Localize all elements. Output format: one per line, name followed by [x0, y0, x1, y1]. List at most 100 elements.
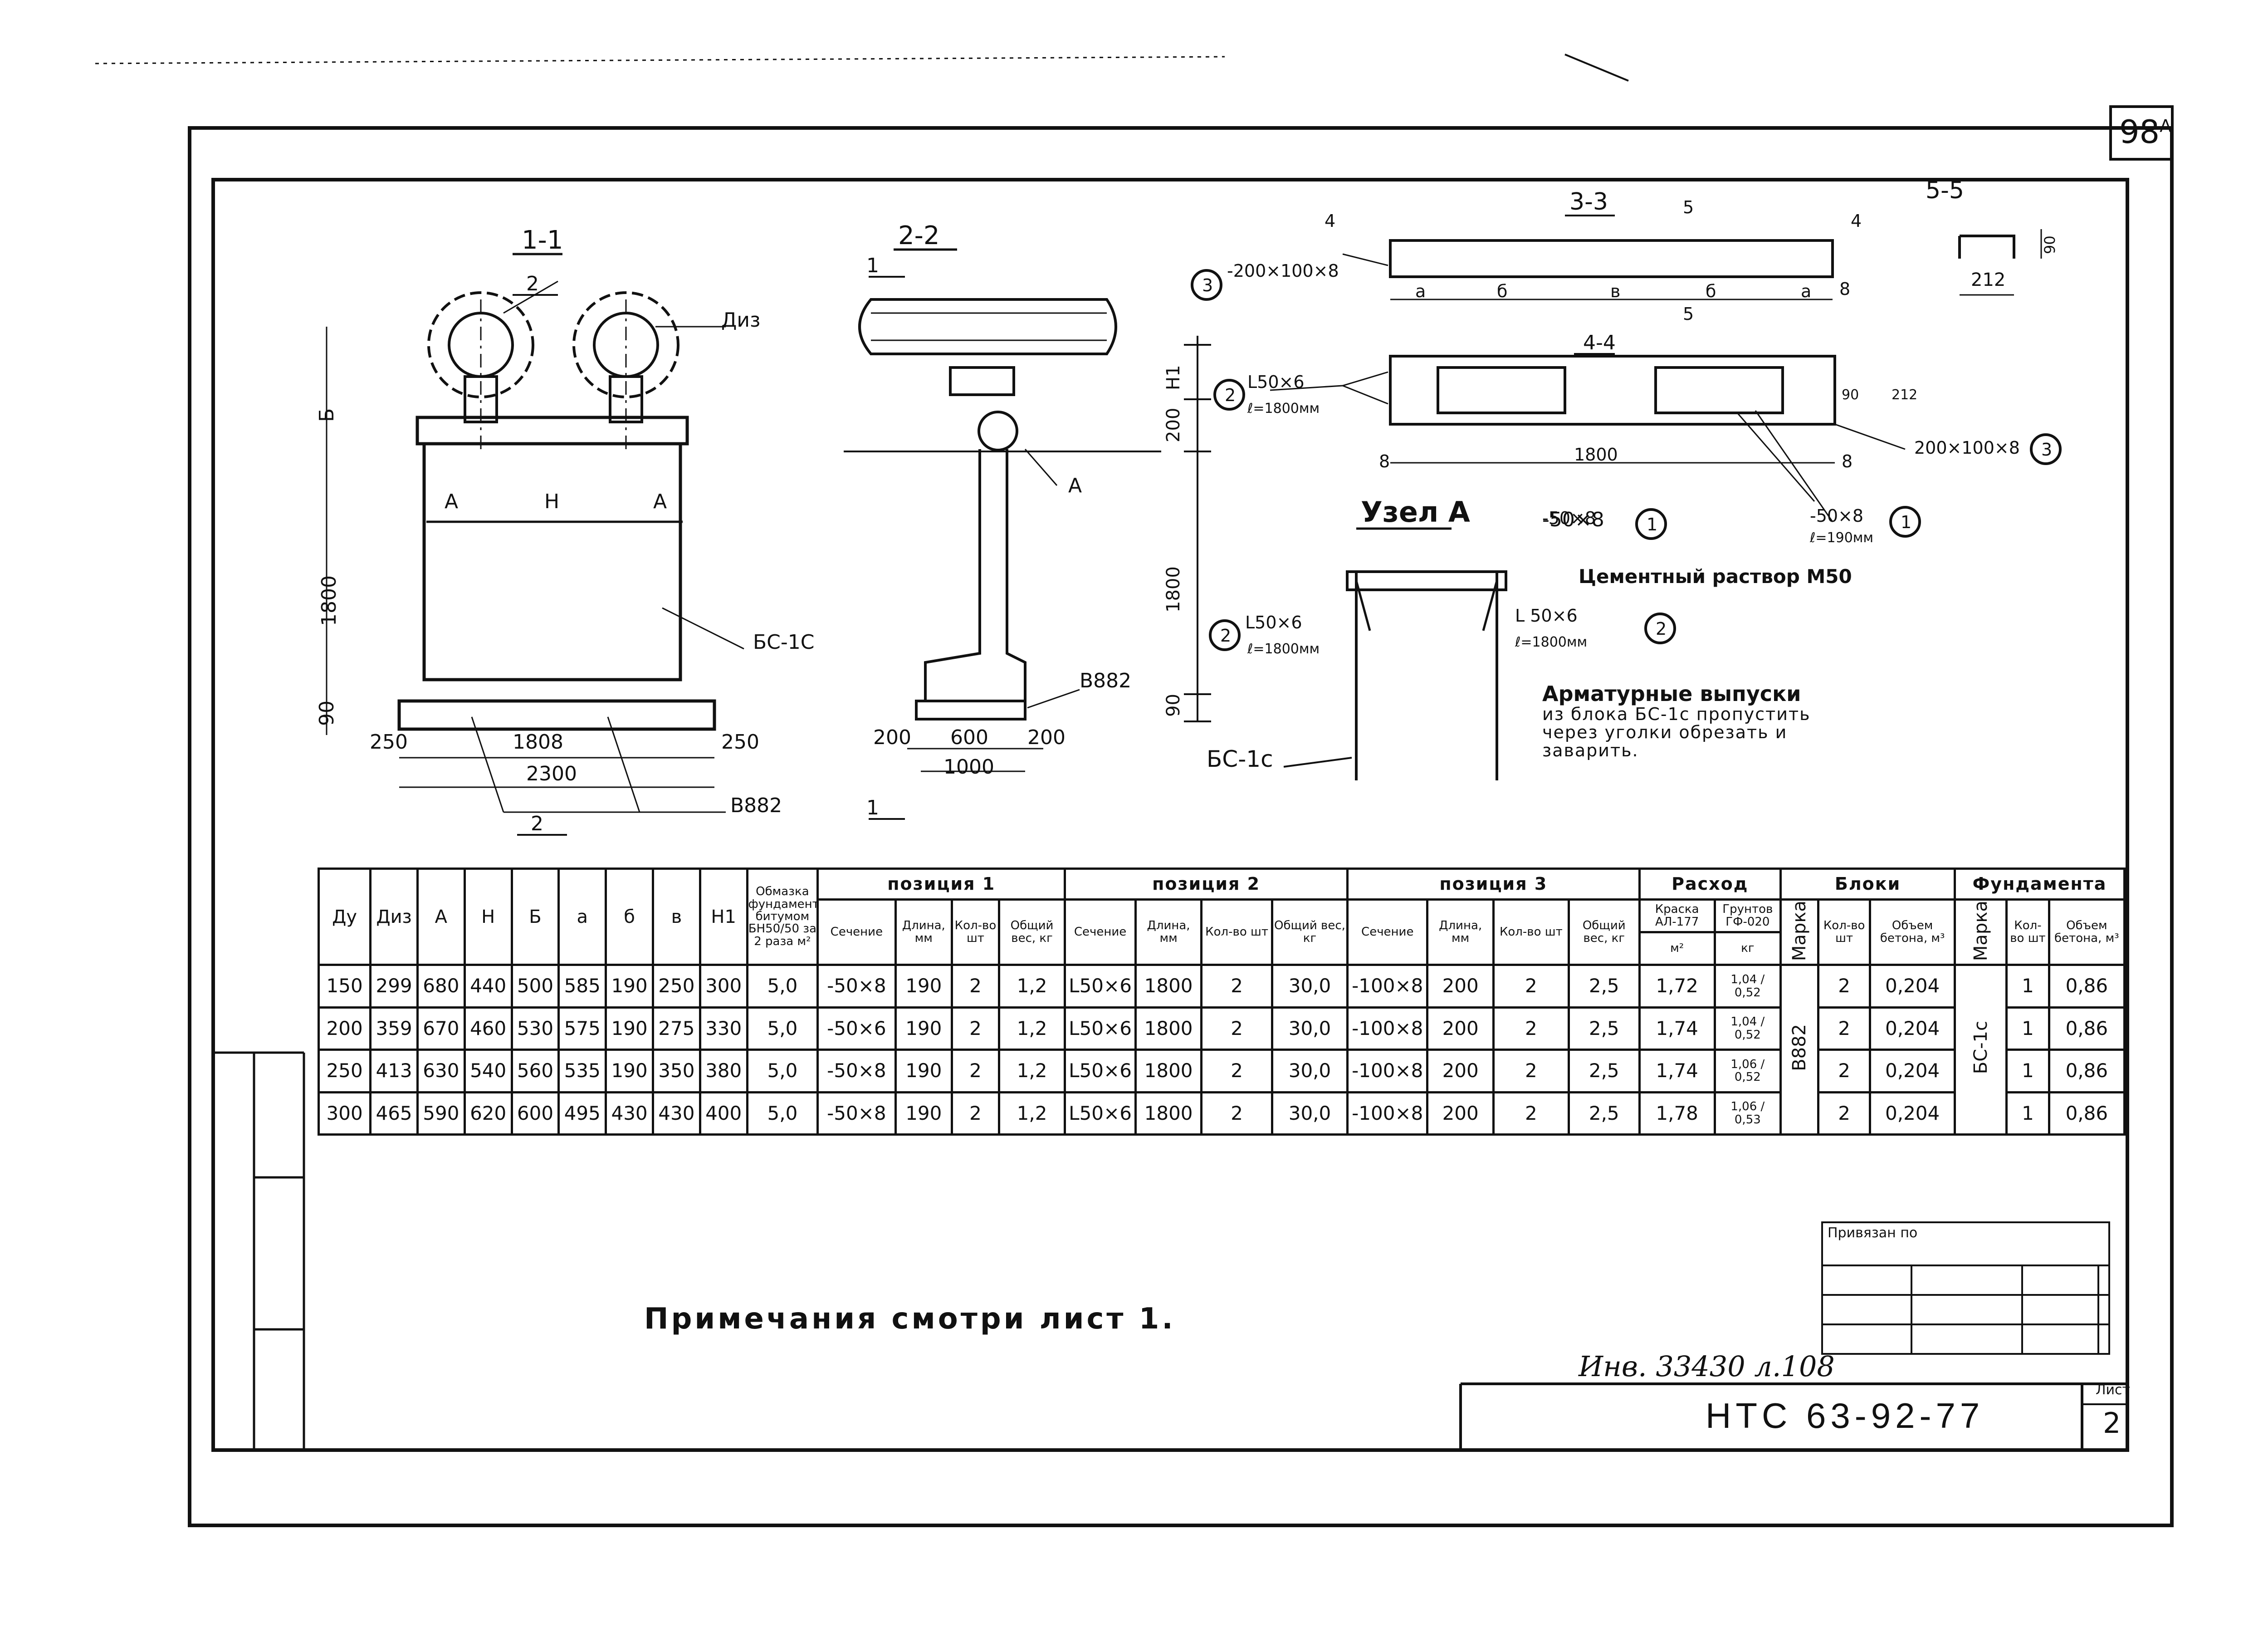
- svg-text:Б: Б: [315, 408, 338, 422]
- group-pos1: позиция 1: [816, 868, 1066, 901]
- svg-text:200: 200: [1163, 408, 1184, 442]
- svg-text:90: 90: [1163, 694, 1184, 717]
- svg-text:8: 8: [1842, 451, 1853, 471]
- section-3-3-4-4: 3-3 4-4: [1191, 188, 2062, 651]
- section-2-2: 2-2: [844, 221, 1161, 820]
- group-pos3: позиция 3: [1346, 868, 1641, 901]
- svg-text:212: 212: [1892, 387, 1917, 403]
- col-diz: Диз: [369, 867, 419, 966]
- inventory-number: Инв. 33430 л.108: [1579, 1350, 1835, 1383]
- svg-text:L50×6: L50×6: [1247, 372, 1305, 392]
- svg-text:90: 90: [2041, 235, 2058, 254]
- group-pos2: позиция 2: [1064, 868, 1349, 901]
- svg-text:б: б: [1497, 281, 1507, 301]
- svg-text:250: 250: [370, 730, 408, 754]
- svg-text:250: 250: [721, 730, 759, 754]
- col-a: А: [416, 867, 466, 966]
- svg-text:2: 2: [1220, 626, 1231, 646]
- svg-text:Цементный раствор М50: Цементный раствор М50: [1579, 565, 1852, 588]
- svg-text:2: 2: [1656, 619, 1667, 639]
- sheet-label: Лист: [2096, 1382, 2131, 1398]
- col-sa: а: [557, 867, 607, 966]
- svg-text:БС-1С: БС-1С: [753, 631, 815, 654]
- svg-text:а: а: [1801, 281, 1811, 301]
- svg-text:2: 2: [531, 812, 543, 835]
- group-foundation: Фундамента: [1954, 868, 2126, 901]
- svg-text:5: 5: [1683, 197, 1694, 217]
- svg-text:2-2: 2-2: [898, 221, 939, 250]
- node-a: Узел А -50×8 Цементный раствор М50 Армат…: [1356, 495, 1852, 760]
- svg-text:200: 200: [1027, 726, 1066, 749]
- binding-stamp: Привязан по: [1821, 1221, 2110, 1355]
- section-2-2-labels: 1 1 А В882 200 600 200 1000: [866, 254, 1131, 819]
- spec-table: Ду Диз А Н Б а б в Н1 Обмазка фундамента…: [317, 867, 2126, 1136]
- col-du: Ду: [317, 867, 372, 966]
- sheet-number: 2: [2103, 1407, 2121, 1440]
- col-sb: б: [605, 867, 654, 966]
- svg-text:8: 8: [1839, 279, 1850, 299]
- svg-text:в: в: [1610, 281, 1620, 301]
- svg-text:ℓ=1800мм: ℓ=1800мм: [1515, 634, 1587, 650]
- svg-text:200: 200: [873, 726, 911, 749]
- svg-text:1: 1: [866, 796, 879, 819]
- svg-text:1808: 1808: [513, 730, 563, 754]
- svg-text:1: 1: [866, 254, 879, 277]
- svg-text:б: б: [1706, 281, 1716, 301]
- svg-text:200×100×8: 200×100×8: [1914, 438, 2020, 458]
- svg-text:-50×8: -50×8: [1810, 506, 1863, 526]
- col-h: Н: [463, 867, 513, 966]
- svg-text:1800: 1800: [1163, 566, 1184, 613]
- svg-text:212: 212: [1971, 270, 2005, 290]
- svg-text:А: А: [653, 490, 667, 513]
- armature-text: из блока БС-1с пропустить через уголки о…: [1542, 706, 1811, 760]
- svg-text:ℓ=1800мм: ℓ=1800мм: [1247, 401, 1320, 417]
- col-coating: Обмазка фундамента битумом БН50/50 за 2 …: [746, 867, 819, 966]
- section-1-1: 1-1: [326, 225, 744, 836]
- svg-text:5: 5: [1683, 304, 1694, 324]
- block-mark: В882: [1789, 1024, 1810, 1071]
- svg-text:8: 8: [1379, 451, 1390, 471]
- svg-text:-200×100×8: -200×100×8: [1227, 261, 1339, 281]
- svg-text:Н: Н: [544, 490, 559, 513]
- page-number: 98А: [2119, 113, 2172, 151]
- col-sv: в: [651, 867, 701, 966]
- svg-text:-50×8: -50×8: [1542, 508, 1596, 528]
- svg-text:ℓ=1800мм: ℓ=1800мм: [1247, 641, 1320, 657]
- svg-text:3: 3: [1202, 275, 1213, 295]
- elevation-labels: Н1 200 1800 90 БС-1с: [1163, 365, 1273, 772]
- svg-text:L50×6: L50×6: [1245, 613, 1302, 632]
- svg-text:Арматурные выпуски: Арматурные выпуски: [1542, 681, 1801, 706]
- group-blocks: Блоки: [1779, 868, 1956, 901]
- section-1-1-labels: Диз 2 2 А Н А БС-1С 1808 2300 250 250 В8…: [315, 272, 815, 835]
- svg-text:5-5: 5-5: [1926, 177, 1964, 204]
- svg-text:4: 4: [1851, 211, 1862, 231]
- svg-text:-50×8: -50×8: [1542, 508, 1604, 531]
- svg-text:4: 4: [1325, 211, 1335, 231]
- svg-text:1800: 1800: [318, 575, 341, 626]
- svg-text:4-4: 4-4: [1583, 331, 1616, 354]
- svg-text:1800: 1800: [1574, 445, 1618, 465]
- svg-text:А: А: [445, 490, 458, 513]
- svg-text:Н1: Н1: [1163, 365, 1184, 390]
- svg-text:1-1: 1-1: [522, 225, 563, 255]
- document-code: НТС 63-92-77: [1706, 1396, 1984, 1436]
- svg-text:В882: В882: [1080, 669, 1131, 692]
- notes-text: Примечания смотри лист 1.: [644, 1302, 1176, 1336]
- foundation-mark: БС-1с: [1970, 1021, 1991, 1074]
- svg-text:В882: В882: [730, 794, 782, 817]
- col-h1: Н1: [699, 867, 748, 966]
- svg-text:3-3: 3-3: [1569, 188, 1608, 216]
- svg-text:БС-1с: БС-1с: [1207, 746, 1273, 772]
- svg-text:3: 3: [2041, 440, 2052, 460]
- svg-text:2: 2: [526, 272, 539, 295]
- svg-text:1: 1: [1647, 515, 1657, 534]
- svg-text:1: 1: [1901, 512, 1911, 532]
- svg-text:600: 600: [950, 726, 988, 749]
- svg-text:Узел А: Узел А: [1361, 495, 1470, 529]
- svg-text:90: 90: [315, 701, 338, 726]
- sheet-frame: [95, 54, 2174, 1527]
